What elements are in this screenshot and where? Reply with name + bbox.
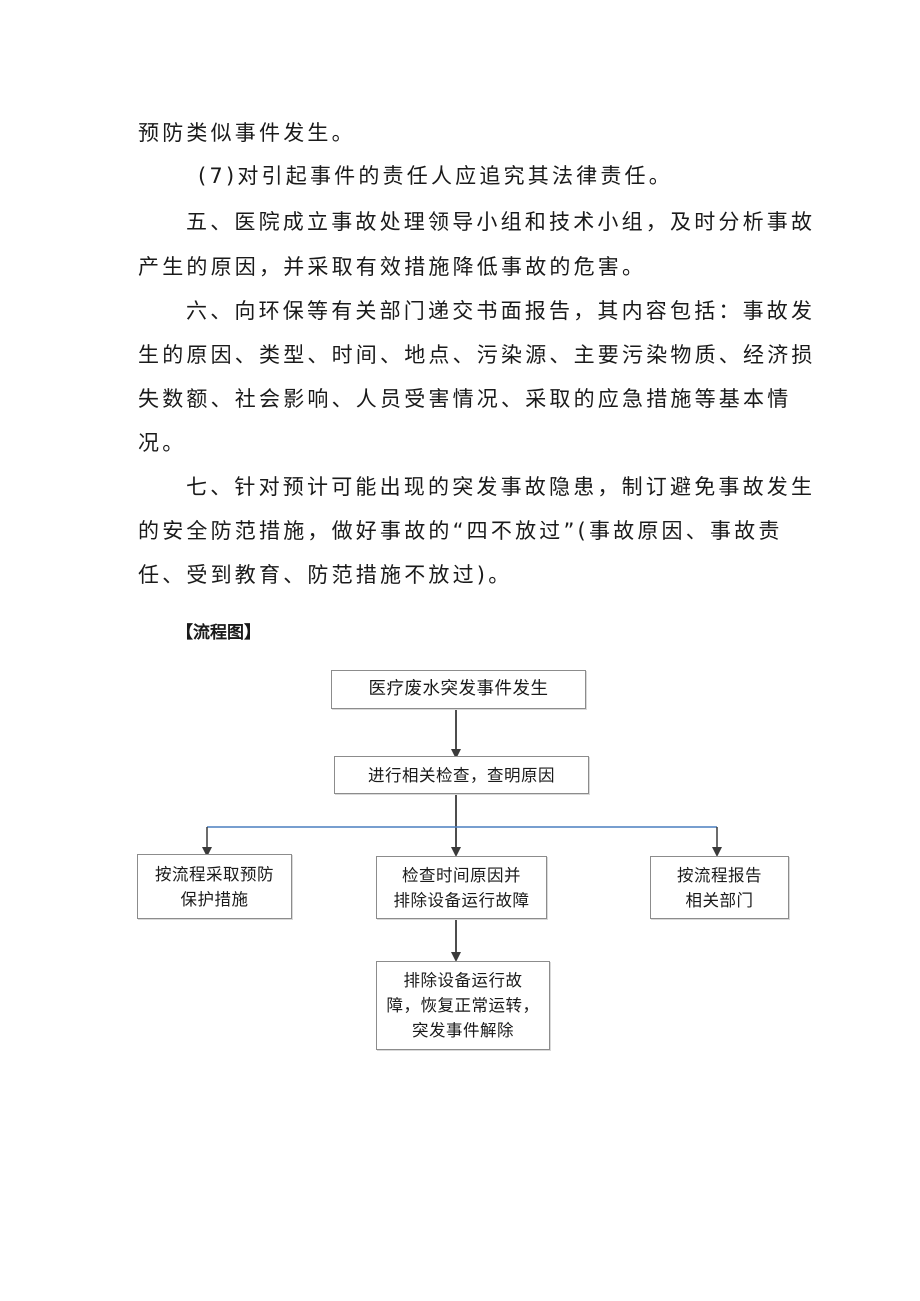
flow-node-left-label: 按流程采取预防 保护措施 xyxy=(155,864,274,909)
flow-node-end-label: 排除设备运行故 障，恢复正常运转， 突发事件解除 xyxy=(386,971,540,1040)
paragraph-line: 的安全防范措施，做好事故的“四不放过”(事故原因、事故责 xyxy=(138,519,783,543)
flow-node-inspect: 进行相关检查，查明原因 xyxy=(334,756,589,794)
flow-node-center-label: 检查时间原因并 排除设备运行故障 xyxy=(393,865,530,910)
flow-node-end: 排除设备运行故 障，恢复正常运转， 突发事件解除 xyxy=(376,961,550,1050)
paragraph-line: (7)对引起事件的责任人应追究其法律责任。 xyxy=(198,164,673,188)
paragraph-line: 任、受到教育、防范措施不放过)。 xyxy=(138,563,513,587)
paragraph-line: 七、针对预计可能出现的突发事故隐患，制订避免事故发生 xyxy=(186,475,816,499)
paragraph-line: 况。 xyxy=(138,431,187,455)
flowchart-title: 【流程图】 xyxy=(176,623,261,643)
flow-node-start-label: 医疗废水突发事件发生 xyxy=(368,679,549,699)
paragraph-line: 预防类似事件发生。 xyxy=(138,121,356,145)
paragraph-line: 产生的原因，并采取有效措施降低事故的危害。 xyxy=(138,255,647,279)
paragraph-line: 五、医院成立事故处理领导小组和技术小组，及时分析事故 xyxy=(186,210,816,234)
flow-node-right-label: 按流程报告 相关部门 xyxy=(677,865,762,910)
flow-node-inspect-label: 进行相关检查，查明原因 xyxy=(368,765,555,785)
paragraph-line: 六、向环保等有关部门递交书面报告，其内容包括：事故发 xyxy=(186,299,816,323)
flow-node-right: 按流程报告 相关部门 xyxy=(650,856,789,919)
flow-node-start: 医疗废水突发事件发生 xyxy=(331,670,586,709)
paragraph-line: 生的原因、类型、时间、地点、污染源、主要污染物质、经济损 xyxy=(138,343,816,367)
paragraph-line: 失数额、社会影响、人员受害情况、采取的应急措施等基本情 xyxy=(138,387,792,411)
flow-node-center: 检查时间原因并 排除设备运行故障 xyxy=(376,856,547,919)
flow-node-left: 按流程采取预防 保护措施 xyxy=(137,854,292,919)
